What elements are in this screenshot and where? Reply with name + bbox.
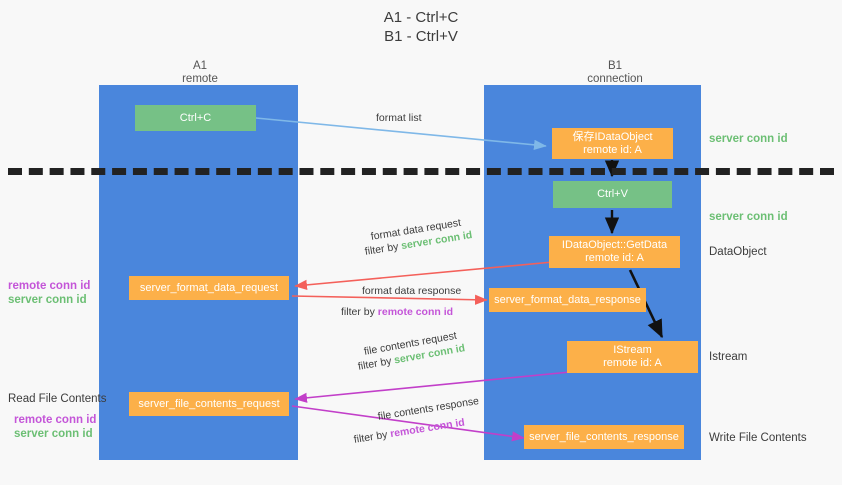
box-server-file-contents-response[interactable]: server_file_contents_response bbox=[524, 425, 684, 449]
box-getdata-line2: remote id: A bbox=[585, 252, 644, 264]
box-istream[interactable]: IStream remote id: A bbox=[567, 341, 698, 373]
arrow-file-contents-request bbox=[294, 371, 571, 403]
arrow-getdata-to-istream bbox=[628, 269, 664, 339]
phase-divider bbox=[8, 168, 834, 175]
right-label-server-conn-id-2: server conn id bbox=[709, 211, 788, 223]
arrow-format-list bbox=[255, 117, 547, 150]
box-istream-line1: IStream bbox=[613, 344, 652, 356]
box-ctrl-c[interactable]: Ctrl+C bbox=[135, 105, 256, 131]
box-server-format-data-request[interactable]: server_format_data_request bbox=[129, 276, 289, 300]
column-a1-name: A1 bbox=[192, 60, 208, 72]
box-server-file-contents-response-label: server_file_contents_response bbox=[529, 430, 679, 443]
box-server-format-data-response-label: server_format_data_response bbox=[494, 293, 641, 306]
title-line-2: B1 - Ctrl+V bbox=[384, 28, 458, 45]
right-label-istream: Istream bbox=[709, 351, 748, 363]
box-save-idataobject-line2: remote id: A bbox=[583, 143, 642, 156]
box-idataobject-getdata[interactable]: IDataObject::GetData remote id: A bbox=[549, 236, 680, 268]
column-b1-sub: connection bbox=[587, 73, 643, 85]
box-ctrl-c-label: Ctrl+C bbox=[179, 111, 212, 124]
arrow-format-data-response bbox=[291, 294, 488, 305]
column-a1-sub: remote bbox=[182, 73, 218, 85]
box-ctrl-v[interactable]: Ctrl+V bbox=[553, 181, 672, 208]
box-ctrl-v-label: Ctrl+V bbox=[597, 188, 628, 200]
box-save-idataobject[interactable]: 保存IDataObject remote id: A bbox=[552, 128, 673, 159]
arrow-label-format-list: format list bbox=[376, 112, 422, 124]
box-istream-line2: remote id: A bbox=[603, 357, 662, 369]
arrow-label-format-data-response-filter: filter by remote conn id bbox=[341, 306, 453, 319]
filter-value-remote-conn-id: remote conn id bbox=[377, 306, 454, 318]
left-label-read-file-contents: Read File Contents bbox=[8, 393, 107, 405]
column-b1-name: B1 bbox=[607, 60, 623, 72]
box-server-format-data-request-label: server_format_data_request bbox=[139, 281, 279, 294]
title-line-1: A1 - Ctrl+C bbox=[383, 9, 459, 26]
arrow-format-data-request bbox=[294, 261, 554, 290]
box-getdata-line1: IDataObject::GetData bbox=[561, 239, 668, 251]
box-server-file-contents-request-label: server_file_contents_request bbox=[138, 397, 280, 410]
left-label-remote-conn-id-2: remote conn id bbox=[14, 414, 97, 426]
box-save-idataobject-line1: 保存IDataObject bbox=[572, 130, 653, 143]
diagram-title: A1 - Ctrl+C B1 - Ctrl+V bbox=[0, 8, 842, 46]
left-label-server-conn-id-2: server conn id bbox=[14, 428, 93, 440]
right-label-dataobject: DataObject bbox=[709, 246, 767, 258]
box-server-format-data-response[interactable]: server_format_data_response bbox=[489, 288, 646, 312]
arrow-file-contents-response bbox=[291, 405, 525, 442]
left-label-server-conn-id-1: server conn id bbox=[8, 294, 87, 306]
right-label-write-file-contents: Write File Contents bbox=[709, 432, 807, 444]
filter-prefix: filter by bbox=[341, 306, 378, 318]
column-header-a1: A1 remote bbox=[120, 60, 280, 86]
left-label-remote-conn-id-1: remote conn id bbox=[8, 280, 91, 292]
column-header-b1: B1 connection bbox=[535, 60, 695, 86]
box-server-file-contents-request[interactable]: server_file_contents_request bbox=[129, 392, 289, 416]
right-label-server-conn-id-1: server conn id bbox=[709, 133, 788, 145]
arrow-label-format-data-response: format data response bbox=[362, 285, 462, 297]
